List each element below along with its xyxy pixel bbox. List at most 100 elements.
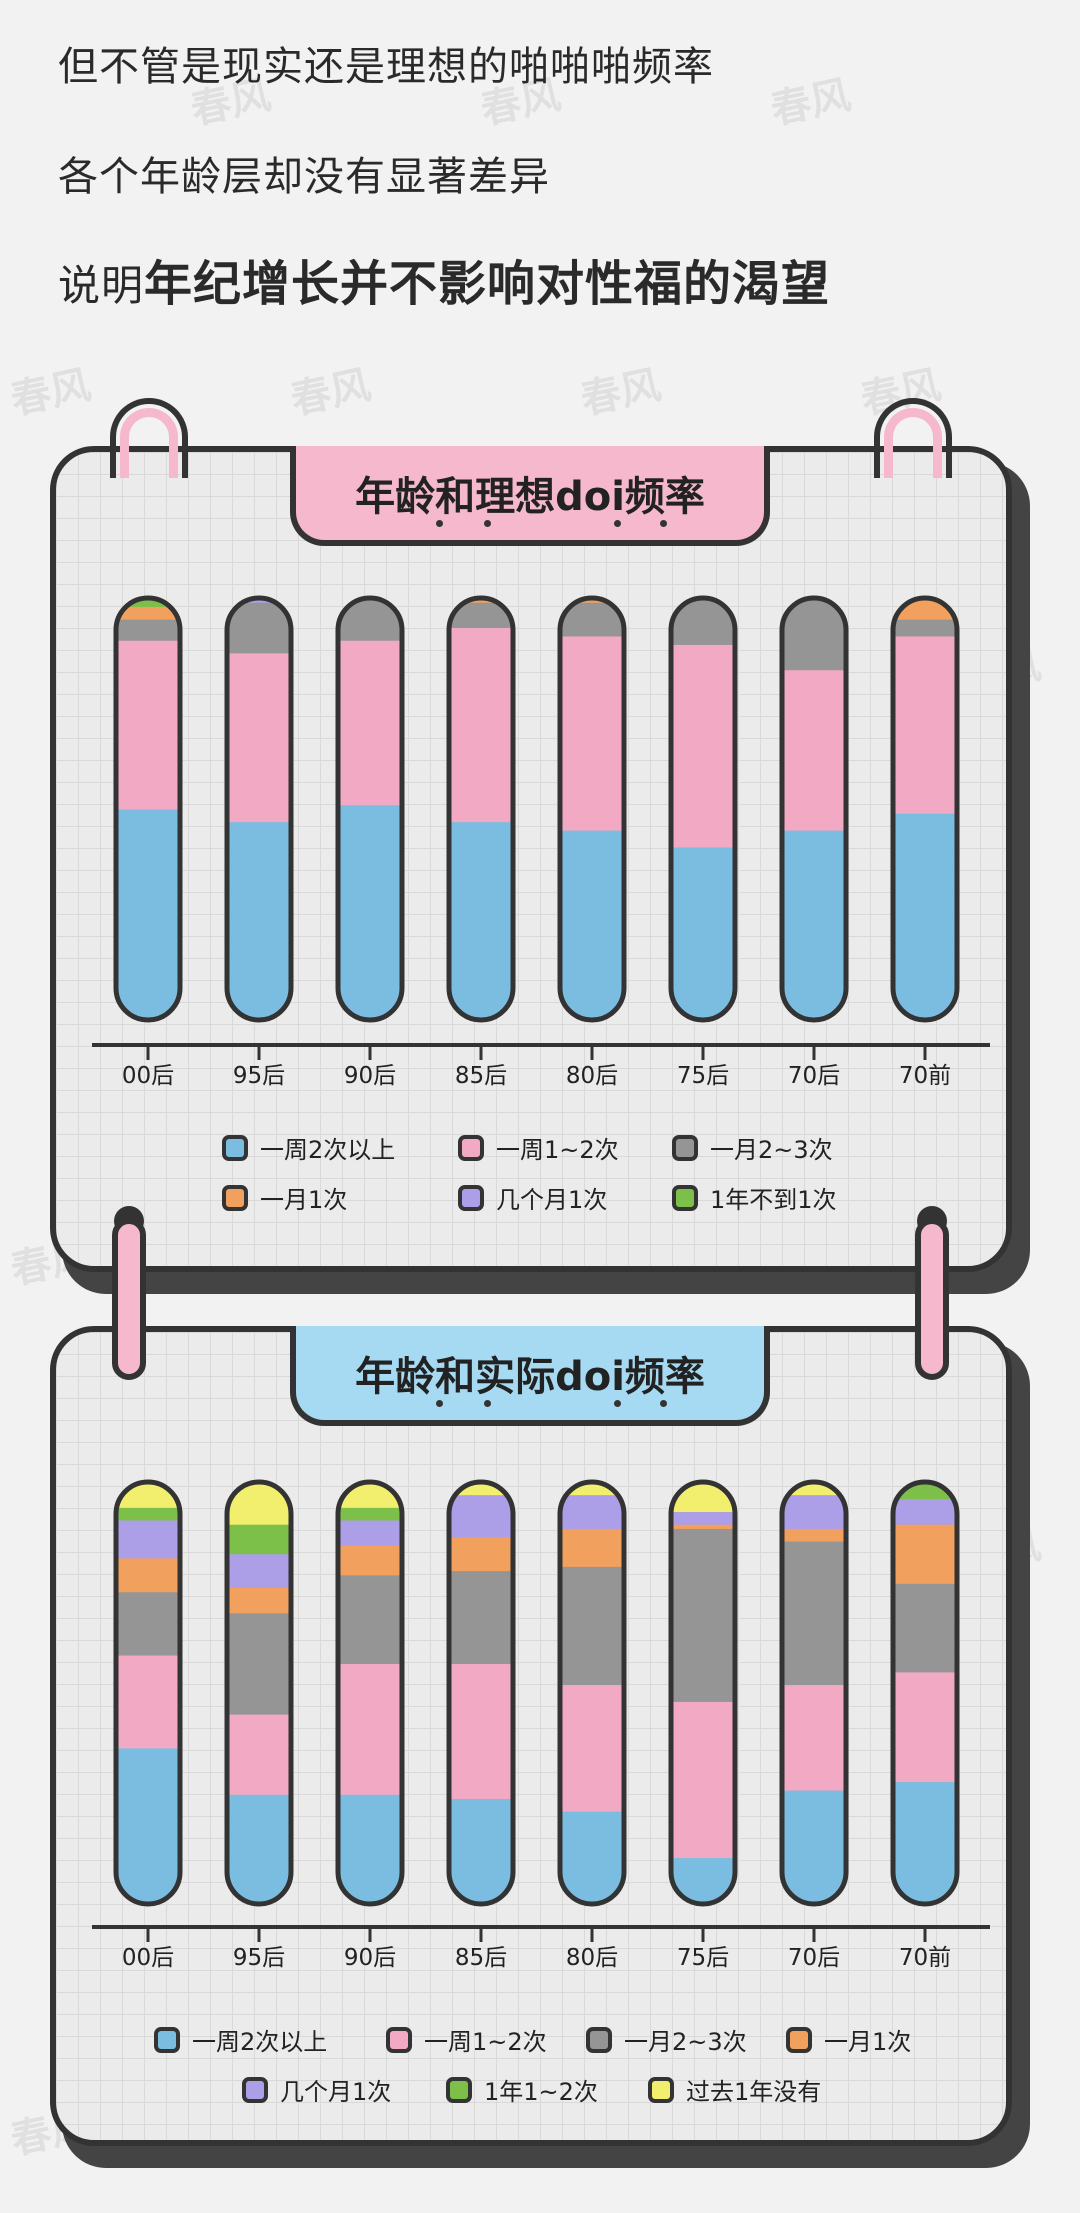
actual-x-tick-label-6: 70后 (788, 1945, 840, 1971)
chart-ideal-title-tab: 年龄和理想doi频率 (290, 446, 770, 546)
actual-bar-3-seg-4 (449, 1494, 513, 1538)
actual-bar-group-2 (335, 1479, 405, 1907)
ideal-bar-group-0 (113, 595, 183, 1023)
actual-bar-5-seg-4 (671, 1511, 735, 1525)
actual-bar-4-seg-1 (560, 1684, 624, 1812)
actual-bar-5-seg-6 (671, 1482, 735, 1513)
legend-actual-item-5: 1年1~2次 (446, 2072, 598, 2107)
ideal-bar-0-seg-2 (116, 619, 180, 641)
actual-bar-5-seg-2 (671, 1528, 735, 1702)
actual-bar-2-seg-3 (338, 1545, 402, 1576)
ideal-x-tick-label-1: 95后 (233, 1063, 285, 1089)
actual-bar-0-seg-6 (116, 1482, 180, 1508)
ideal-bar-2-seg-0 (338, 804, 402, 1020)
actual-bar-7-seg-2 (893, 1583, 957, 1673)
ideal-bar-0-seg-5 (116, 598, 180, 607)
ideal-bar-0-seg-3 (116, 606, 180, 620)
chart-ideal-title: 年龄和理想doi频率 (355, 474, 705, 520)
ideal-bar-group-1 (224, 595, 294, 1023)
actual-bar-5-seg-3 (671, 1524, 735, 1529)
ideal-bar-1-seg-2 (227, 602, 291, 654)
ideal-x-tick-label-4: 80后 (566, 1063, 618, 1089)
ideal-bar-group-5 (668, 595, 738, 1023)
ideal-bar-outline-7 (890, 595, 960, 1023)
legend-actual-item-6: 过去1年没有 (648, 2072, 821, 2107)
ideal-x-tick-label-0: 00后 (122, 1063, 174, 1089)
ideal-bar-outline-1 (224, 595, 294, 1023)
actual-bar-outline-0 (113, 1479, 183, 1907)
binder-link-left (112, 1218, 146, 1380)
actual-bar-outline-5 (668, 1479, 738, 1907)
actual-bar-0-seg-5 (116, 1507, 180, 1521)
actual-bar-outline-4 (557, 1479, 627, 1907)
ideal-x-tick-label-5: 75后 (677, 1063, 729, 1089)
legend-actual-item-0: 一周2次以上 (154, 2022, 327, 2057)
actual-bar-group-6 (779, 1479, 849, 1907)
ideal-bar-2-seg-1 (338, 640, 402, 806)
actual-bar-4-seg-2 (560, 1566, 624, 1686)
actual-bar-4-seg-0 (560, 1811, 624, 1904)
actual-bar-group-7 (890, 1479, 960, 1907)
legend-ideal-item-5: 1年不到1次 (672, 1180, 837, 1215)
intro-line-3: 说明年纪增长并不影响对性福的渴望 (58, 244, 830, 314)
ideal-x-tick-label-7: 70前 (899, 1063, 951, 1089)
actual-bar-group-0 (113, 1479, 183, 1907)
ideal-bar-5-seg-0 (671, 846, 735, 1020)
actual-bar-1-seg-2 (227, 1612, 291, 1715)
ideal-bar-0-seg-0 (116, 809, 180, 1020)
actual-bar-group-5 (668, 1479, 738, 1907)
actual-x-tick-label-1: 95后 (233, 1945, 285, 1971)
actual-x-tick-label-2: 90后 (344, 1945, 396, 1971)
binder-link-right (915, 1218, 949, 1380)
binder-ring-left (110, 398, 188, 478)
ideal-x-tick-label-2: 90后 (344, 1063, 396, 1089)
legend-ideal-item-3: 一月1次 (222, 1180, 347, 1215)
chart-actual-title-tab: 年龄和实际doi频率 (290, 1326, 770, 1426)
ideal-bar-1-seg-0 (227, 821, 291, 1020)
ideal-bar-4-seg-0 (560, 830, 624, 1020)
ideal-bar-outline-2 (335, 595, 405, 1023)
actual-bar-0-seg-2 (116, 1591, 180, 1656)
actual-bar-7-seg-4 (893, 1498, 957, 1525)
intro-line-3-bold: 年纪增长并不影响对性福的渴望 (144, 256, 831, 312)
legend-ideal-item-0: 一周2次以上 (222, 1130, 395, 1165)
actual-bar-2-seg-2 (338, 1574, 402, 1664)
actual-bar-0-seg-3 (116, 1557, 180, 1593)
actual-x-tick-label-0: 00后 (122, 1945, 174, 1971)
actual-bar-6-seg-0 (782, 1790, 846, 1904)
actual-bar-0-seg-4 (116, 1519, 180, 1559)
actual-bar-outline-3 (446, 1479, 516, 1907)
chart-actual-title: 年龄和实际doi频率 (355, 1354, 705, 1400)
ideal-x-tick-label-3: 85后 (455, 1063, 507, 1089)
actual-bar-2-seg-4 (338, 1519, 402, 1546)
legend-actual-item-1: 一周1~2次 (386, 2022, 547, 2057)
ideal-bar-outline-6 (779, 595, 849, 1023)
legend-ideal-item-1: 一周1~2次 (458, 1130, 619, 1165)
actual-bar-2-seg-1 (338, 1663, 402, 1795)
legend-ideal-item-2: 一月2~3次 (672, 1130, 833, 1165)
actual-bar-6-seg-4 (782, 1494, 846, 1529)
intro-line-2: 各个年龄层却没有显著差异 (58, 154, 550, 200)
ideal-bar-6-seg-1 (782, 669, 846, 831)
actual-bar-2-seg-5 (338, 1507, 402, 1521)
legend-actual-item-2: 一月2~3次 (586, 2022, 747, 2057)
actual-bar-0-seg-1 (116, 1655, 180, 1749)
ideal-bar-outline-5 (668, 595, 738, 1023)
ideal-bar-5-seg-1 (671, 644, 735, 848)
ideal-bar-3-seg-1 (449, 627, 513, 823)
ideal-bar-outline-3 (446, 595, 516, 1023)
legend-actual-item-4: 几个月1次 (242, 2072, 391, 2107)
actual-bar-outline-6 (779, 1479, 849, 1907)
actual-bar-3-seg-0 (449, 1798, 513, 1904)
ideal-bar-6-seg-2 (782, 598, 846, 671)
actual-bar-5-seg-1 (671, 1701, 735, 1859)
actual-bar-6-seg-1 (782, 1684, 846, 1791)
actual-bar-7-seg-0 (893, 1781, 957, 1904)
actual-bar-3-seg-1 (449, 1663, 513, 1799)
ideal-bar-7-seg-1 (893, 635, 957, 814)
ideal-bar-6-seg-0 (782, 830, 846, 1020)
actual-bar-1-seg-3 (227, 1587, 291, 1614)
actual-bar-1-seg-0 (227, 1794, 291, 1904)
actual-bar-4-seg-3 (560, 1528, 624, 1567)
